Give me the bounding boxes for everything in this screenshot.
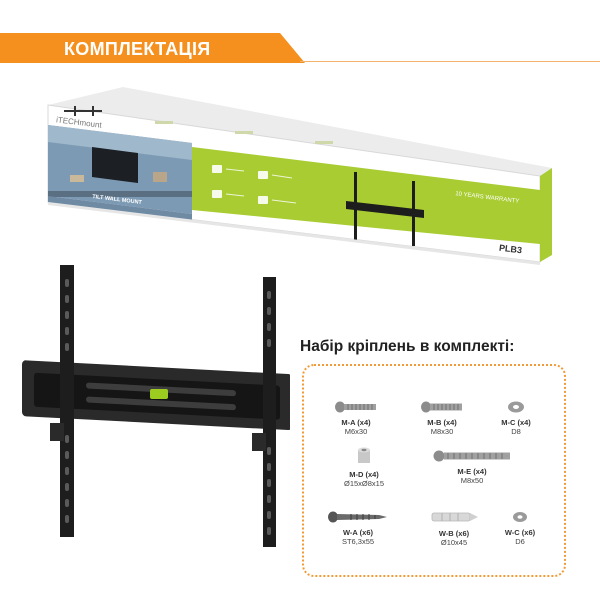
part-w-b: W-B (x6) Ø10x45 <box>424 510 484 547</box>
part-w-a: W-A (x6) ST6,3x55 <box>326 510 390 546</box>
part-size: M8x30 <box>430 427 454 436</box>
part-m-b: M-B (x4) M8x30 <box>414 400 470 436</box>
part-size: D6 <box>515 537 525 546</box>
washer-icon <box>508 401 524 413</box>
section-banner: КОМПЛЕКТАЦІЯ <box>0 33 305 63</box>
wall-anchor-icon <box>431 512 478 522</box>
banner-shape <box>0 33 305 63</box>
mount-level <box>150 389 168 399</box>
part-size: D8 <box>511 427 521 436</box>
mount-right-arm <box>263 277 276 547</box>
spacer-icon <box>358 447 370 463</box>
mount-left-arm <box>60 265 74 537</box>
kit-panel <box>302 364 566 577</box>
long-screw-icon <box>433 450 510 462</box>
part-code: W-B (x6) <box>438 529 470 538</box>
box-top-face <box>48 87 552 176</box>
part-code: M-C (x4) <box>501 418 531 427</box>
banner-divider <box>300 61 600 62</box>
part-code: M-E (x4) <box>457 467 487 476</box>
part-m-a: M-A (x4) M6x30 <box>328 400 384 436</box>
part-size: Ø10x45 <box>440 538 468 547</box>
part-m-d: M-D (x4) Ø15xØ8x15 <box>336 447 392 488</box>
box-end-face <box>540 168 552 262</box>
box-lime-band <box>192 147 540 244</box>
part-size: M6x30 <box>344 427 368 436</box>
part-size: M8x50 <box>460 476 484 485</box>
part-m-e: M-E (x4) M8x50 <box>430 449 514 485</box>
part-code: W-C (x6) <box>504 528 536 537</box>
kit-title: Набір кріплень в комплекті: <box>300 338 515 355</box>
part-size: Ø15xØ8x15 <box>343 479 385 488</box>
washer-icon <box>513 512 527 522</box>
wall-mount-image <box>20 255 292 575</box>
part-code: W-A (x6) <box>343 528 373 537</box>
machine-screw-icon <box>335 401 376 413</box>
part-code: M-A (x4) <box>341 418 371 427</box>
part-code: M-B (x4) <box>427 418 457 427</box>
part-w-c: W-C (x6) D6 <box>498 510 542 546</box>
machine-screw-icon <box>421 401 462 413</box>
box-photo-tv <box>92 147 138 183</box>
part-size: ST6,3x55 <box>341 537 375 546</box>
banner-title: КОМПЛЕКТАЦІЯ <box>64 39 211 59</box>
part-code: M-D (x4) <box>349 470 379 479</box>
wood-screw-icon <box>328 511 387 523</box>
product-box: iTECHmount TILT WALL MOUNT 10 YEARS WARR… <box>47 87 552 265</box>
part-m-c: M-C (x4) D8 <box>494 400 538 436</box>
